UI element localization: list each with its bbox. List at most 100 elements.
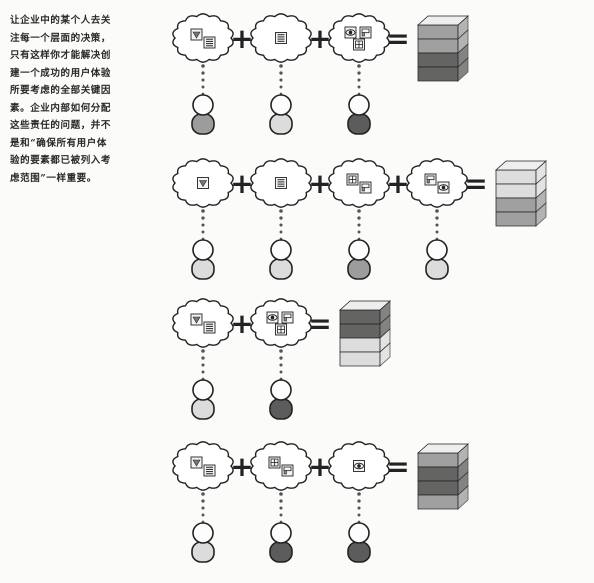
diagram-row: += (172, 298, 392, 420)
result-stack (416, 15, 470, 82)
skeleton-icon (424, 173, 437, 186)
eye-icon (353, 460, 365, 472)
stack-top (338, 300, 392, 311)
stack-layer (417, 52, 459, 68)
person-figure (269, 379, 293, 420)
skeleton-icon (281, 464, 294, 477)
equals-sign: = (386, 450, 409, 483)
thought-dot (201, 78, 205, 82)
plus-sign: + (308, 22, 331, 55)
result-stack (338, 300, 392, 367)
person-body (269, 398, 293, 420)
thought-dot (201, 230, 205, 234)
thought-dot (201, 506, 205, 510)
thought-dot (357, 85, 361, 89)
person-figure (191, 522, 215, 563)
thought-dot (357, 223, 361, 227)
thought-cloud (250, 441, 312, 491)
person-figure (269, 94, 293, 135)
person-figure (269, 239, 293, 280)
thought-dot (201, 71, 205, 75)
person-body (191, 398, 215, 420)
person-figure (425, 239, 449, 280)
layout-icon (353, 38, 365, 51)
stack-layer (339, 351, 381, 367)
thought-dot (357, 499, 361, 503)
thought-dot (279, 513, 283, 517)
eye-icon (437, 181, 450, 194)
plus-sign: + (230, 167, 253, 200)
thought-dot (279, 349, 283, 353)
person-figure (191, 379, 215, 420)
thought-dot (279, 363, 283, 367)
strategy-icon (190, 456, 203, 469)
stack-top (416, 15, 470, 26)
stack-side (457, 57, 469, 82)
thought-dot (279, 209, 283, 213)
thought-dot (435, 209, 439, 213)
person-head (192, 379, 214, 401)
plus-sign: + (230, 22, 253, 55)
plus-sign: + (230, 450, 253, 483)
person-figure (347, 94, 371, 135)
person-figure (269, 522, 293, 563)
layout-icon (268, 456, 281, 469)
person-head (192, 239, 214, 261)
thought-dot (279, 499, 283, 503)
person-head (270, 379, 292, 401)
person-body (191, 258, 215, 280)
eye-icon (266, 311, 279, 324)
person-body (347, 258, 371, 280)
thought-dot (201, 85, 205, 89)
stack-side (535, 202, 547, 227)
strategy-icon (197, 177, 209, 189)
skeleton-icon (359, 181, 372, 194)
scope-icon (203, 321, 216, 334)
caption-line: 验的要素都已被列入考 (10, 155, 112, 166)
thought-dot (435, 223, 439, 227)
plus-sign: + (230, 307, 253, 340)
person-figure (347, 239, 371, 280)
structure-icon (275, 32, 287, 44)
skeleton-icon (281, 311, 294, 324)
thought-dot (201, 209, 205, 213)
thought-cloud (328, 13, 390, 63)
result-stack (416, 443, 470, 510)
stack-layer (417, 66, 459, 82)
thought-dot (357, 513, 361, 517)
thought-cloud (172, 298, 234, 348)
stack-top (416, 443, 470, 454)
caption-line: 是和“确保所有用户体 (10, 137, 107, 149)
thought-dot (435, 230, 439, 234)
layout-icon (275, 323, 287, 336)
skeleton-icon (359, 26, 372, 39)
caption-line: 只有这样你才能解决创 (10, 50, 112, 61)
thought-dot (357, 506, 361, 510)
thought-dot (201, 513, 205, 517)
person-head (348, 239, 370, 261)
equals-sign: = (308, 307, 331, 340)
diagram-row: +++= (172, 158, 548, 280)
equals-sign: = (464, 167, 487, 200)
person-head (270, 94, 292, 116)
person-head (270, 239, 292, 261)
stack-layer (417, 466, 459, 482)
stack-side (379, 342, 391, 367)
thought-dot (279, 506, 283, 510)
scope-icon (203, 36, 216, 49)
person-head (348, 522, 370, 544)
stack-layer (417, 452, 459, 468)
stack-layer (417, 494, 459, 510)
plus-sign: + (386, 167, 409, 200)
person-body (347, 113, 371, 135)
caption-line: 注每一个层面的决策， (10, 32, 112, 44)
stack-layer (417, 480, 459, 496)
person-body (191, 541, 215, 563)
stack-layer (495, 211, 537, 227)
thought-dot (357, 71, 361, 75)
result-stack (494, 160, 548, 227)
person-body (269, 113, 293, 135)
caption-line: 建一个成功的用户体验 (10, 67, 112, 79)
thought-dot (201, 216, 205, 220)
thought-dot (279, 492, 283, 496)
